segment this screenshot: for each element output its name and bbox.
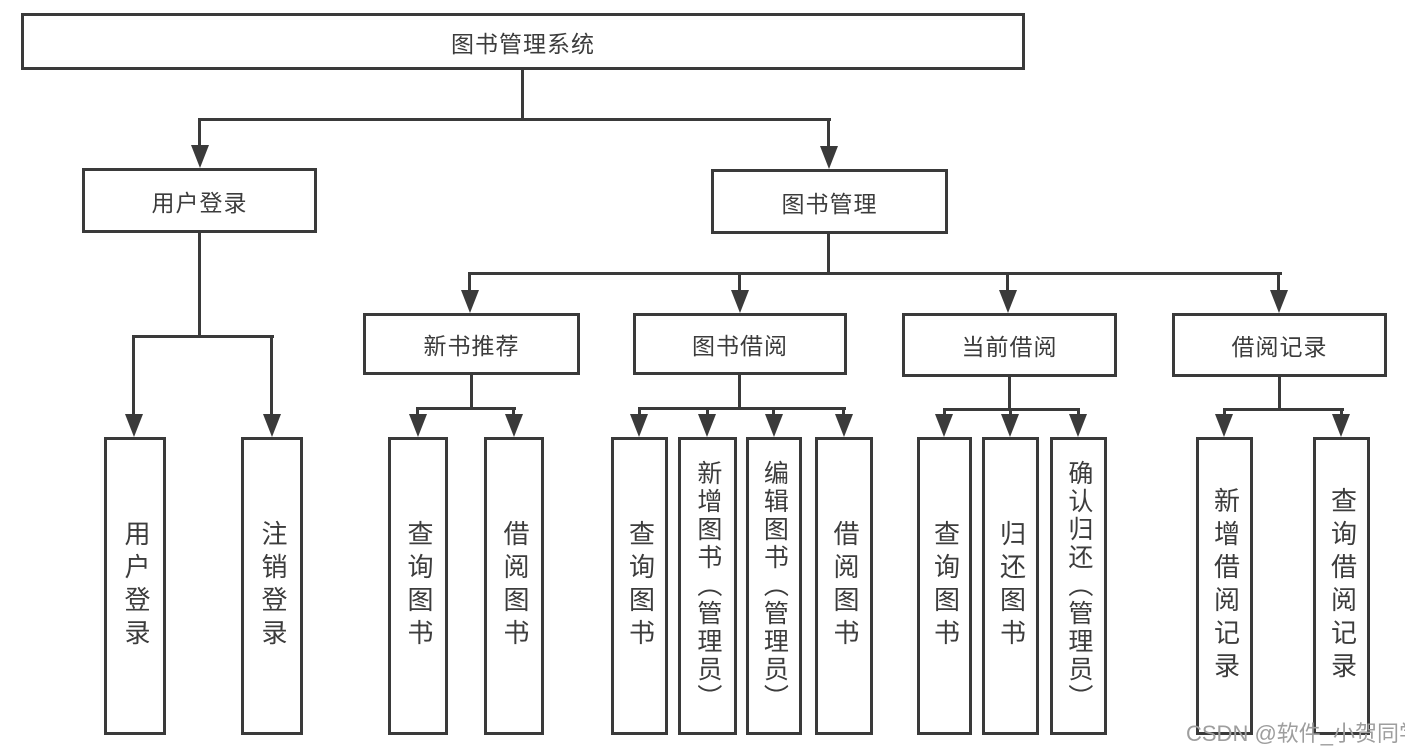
node-current-borrow: 当前借阅 (902, 313, 1117, 377)
connector-line (416, 410, 419, 415)
node-user-login: 用户登录 (82, 168, 317, 233)
leaf-borrow-add-admin-label: 新增图书（管理员） (693, 460, 722, 712)
leaf-borrow-edit-admin: 编辑图书（管理员） (746, 437, 802, 735)
connector-line (842, 410, 845, 415)
leaf-borrow-edit-admin-label: 编辑图书（管理员） (760, 460, 789, 712)
arrow-down-icon (125, 414, 143, 437)
arrow-down-icon (505, 414, 523, 437)
connector-line (132, 338, 135, 415)
node-current-borrow-label: 当前借阅 (961, 334, 1058, 360)
connector-line (468, 272, 1282, 275)
arrow-down-icon (1332, 414, 1350, 437)
arrow-down-icon (1270, 290, 1288, 313)
connector-line (827, 121, 830, 147)
arrow-down-icon (731, 290, 749, 313)
leaf-current-return-label: 归还图书 (996, 520, 1027, 652)
connector-line (1006, 275, 1009, 292)
connector-line (1008, 377, 1011, 408)
connector-line (132, 335, 274, 338)
leaf-current-return: 归还图书 (982, 437, 1039, 735)
node-book-borrow: 图书借阅 (633, 313, 847, 375)
node-book-management: 图书管理 (711, 169, 948, 234)
arrow-down-icon (820, 146, 838, 169)
connector-line (416, 407, 516, 410)
node-user-login-label: 用户登录 (151, 189, 248, 216)
leaf-current-confirm-admin: 确认归还（管理员） (1050, 437, 1107, 735)
connector-line (772, 410, 775, 415)
leaf-current-query: 查询图书 (917, 437, 972, 735)
node-book-borrow-label: 图书借阅 (692, 333, 788, 359)
leaf-records-query-label: 查询借阅记录 (1327, 487, 1358, 685)
arrow-down-icon (1001, 414, 1019, 437)
connector-line (521, 70, 524, 118)
leaf-current-confirm-admin-label: 确认归还（管理员） (1064, 460, 1093, 712)
node-new-book-recommend: 新书推荐 (363, 313, 580, 375)
connector-line (706, 410, 709, 415)
connector-line (943, 408, 1080, 411)
arrow-down-icon (630, 414, 648, 437)
connector-line (1009, 411, 1012, 415)
node-new-book-recommend-label: 新书推荐 (423, 333, 520, 359)
leaf-user-login: 用户登录 (104, 437, 166, 735)
arrow-down-icon (1069, 414, 1087, 437)
leaf-borrow-query: 查询图书 (611, 437, 668, 735)
leaf-newbooks-query-label: 查询图书 (403, 520, 434, 652)
arrow-down-icon (263, 414, 281, 437)
connector-line (1223, 411, 1226, 415)
leaf-borrow-borrow: 借阅图书 (815, 437, 873, 735)
leaf-borrow-query-label: 查询图书 (625, 520, 656, 652)
arrow-down-icon (935, 414, 953, 437)
connector-line (1223, 408, 1344, 411)
leaf-newbooks-query: 查询图书 (388, 437, 448, 735)
arrow-down-icon (1215, 414, 1233, 437)
connector-line (738, 375, 741, 407)
leaf-user-login-label: 用户登录 (120, 520, 151, 652)
node-borrow-records: 借阅记录 (1172, 313, 1387, 377)
leaf-borrow-add-admin: 新增图书（管理员） (678, 437, 737, 735)
leaf-records-add: 新增借阅记录 (1196, 437, 1253, 735)
connector-line (638, 410, 641, 415)
node-root-label: 图书管理系统 (451, 30, 595, 57)
connector-line (943, 411, 946, 415)
node-borrow-records-label: 借阅记录 (1231, 334, 1328, 360)
leaf-logout-label: 注销登录 (257, 520, 288, 652)
leaf-logout: 注销登录 (241, 437, 303, 735)
node-root: 图书管理系统 (21, 13, 1025, 70)
connector-line (1278, 377, 1281, 408)
connector-line (512, 410, 515, 415)
connector-line (470, 375, 473, 407)
leaf-borrow-borrow-label: 借阅图书 (829, 520, 860, 652)
arrow-down-icon (191, 145, 209, 168)
connector-line (1277, 275, 1280, 292)
csdn-watermark: CSDN @软件_小贺同学 (1186, 721, 1405, 746)
connector-line (270, 338, 273, 415)
connector-line (468, 275, 471, 292)
node-book-management-label: 图书管理 (781, 190, 878, 217)
leaf-records-query: 查询借阅记录 (1313, 437, 1370, 735)
arrow-down-icon (409, 414, 427, 437)
leaf-newbooks-borrow-label: 借阅图书 (499, 520, 530, 652)
arrow-down-icon (765, 414, 783, 437)
connector-line (1340, 411, 1343, 415)
connector-line (198, 118, 831, 121)
arrow-down-icon (835, 414, 853, 437)
arrow-down-icon (461, 290, 479, 313)
connector-line (738, 275, 741, 292)
connector-line (198, 121, 201, 146)
arrow-down-icon (999, 290, 1017, 313)
leaf-current-query-label: 查询图书 (930, 520, 961, 652)
connector-line (638, 407, 846, 410)
leaf-newbooks-borrow: 借阅图书 (484, 437, 544, 735)
connector-line (827, 234, 830, 272)
connector-line (198, 233, 201, 335)
connector-line (1077, 411, 1080, 415)
leaf-records-add-label: 新增借阅记录 (1210, 487, 1241, 685)
arrow-down-icon (698, 414, 716, 437)
